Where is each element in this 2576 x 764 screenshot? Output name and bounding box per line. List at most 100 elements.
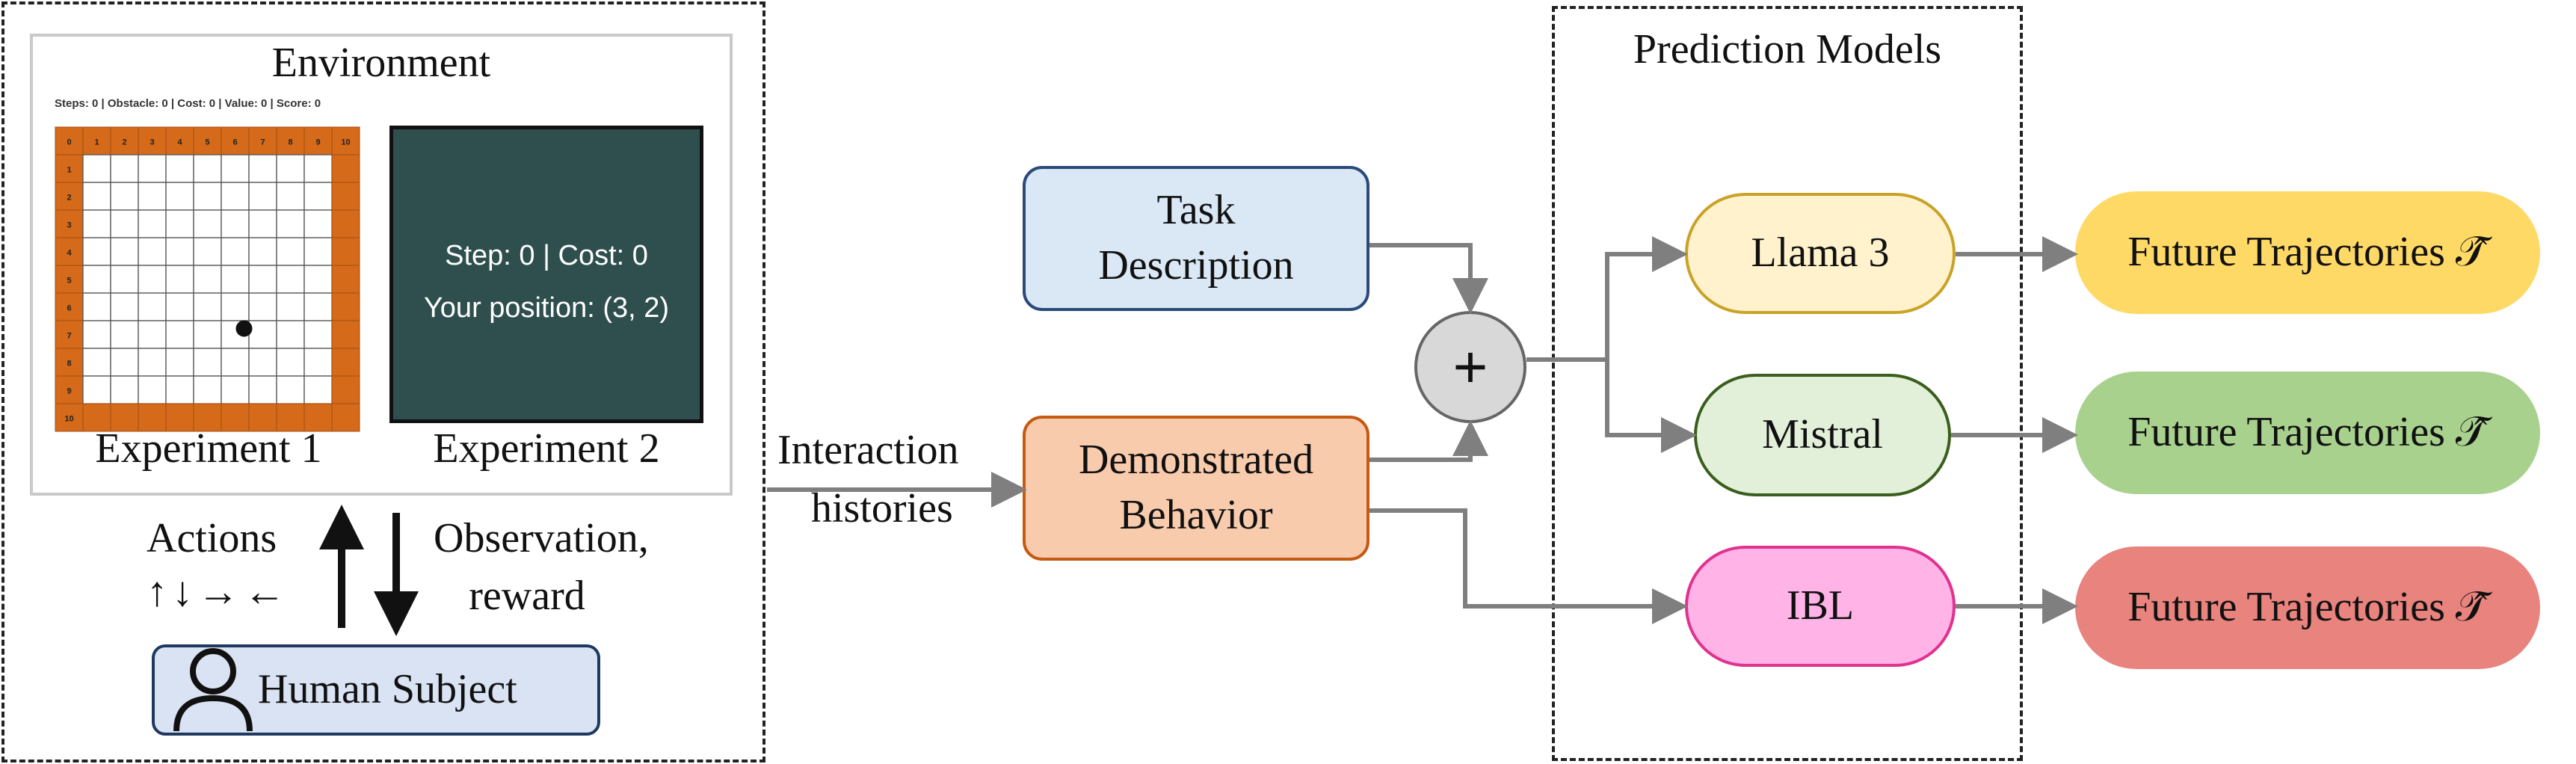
grid-cell bbox=[193, 182, 222, 211]
grid-row-index: 6 bbox=[67, 304, 71, 313]
grid-wall-cell bbox=[221, 403, 250, 432]
grid-col-index: 8 bbox=[288, 138, 292, 147]
grid-wall-cell bbox=[221, 126, 250, 155]
grid-cell bbox=[110, 154, 139, 183]
grid-cell bbox=[82, 209, 111, 238]
grid-wall-cell bbox=[55, 320, 84, 349]
screen-line-step: Step: 0 | Cost: 0 bbox=[445, 240, 648, 271]
grid-wall-cell bbox=[165, 126, 194, 155]
grid-cell bbox=[110, 209, 139, 238]
grid-cell bbox=[303, 154, 333, 183]
grid-wall-cell bbox=[331, 237, 360, 266]
grid-cell bbox=[193, 237, 222, 266]
grid-wall-cell bbox=[138, 126, 167, 155]
prediction-models-title: Prediction Models bbox=[1633, 26, 1942, 73]
behavior-line1: Demonstrated bbox=[1078, 437, 1314, 484]
grid-cell bbox=[276, 265, 305, 294]
grid-col-index: 2 bbox=[122, 138, 126, 147]
grid-row-index: 4 bbox=[67, 249, 72, 258]
grid-cell bbox=[221, 237, 250, 266]
grid-cell bbox=[138, 182, 167, 211]
game-status-line: Steps: 0 | Obstacle: 0 | Cost: 0 | Value… bbox=[55, 97, 321, 110]
grid-cell bbox=[248, 348, 277, 377]
grid-cell bbox=[138, 375, 167, 404]
grid-cell bbox=[248, 154, 277, 183]
grid-col-index: 0 bbox=[67, 138, 71, 147]
combine-node: + bbox=[1414, 311, 1526, 423]
grid-wall-cell bbox=[331, 403, 360, 432]
grid-cell bbox=[248, 209, 277, 238]
grid-row-index: 3 bbox=[67, 221, 71, 230]
grid-cell bbox=[193, 375, 222, 404]
grid-cell bbox=[110, 375, 139, 404]
grid-cell bbox=[303, 237, 333, 266]
grid-cell bbox=[193, 265, 222, 294]
grid-cell bbox=[248, 292, 277, 321]
grid-wall-cell bbox=[138, 403, 167, 432]
grid-cell bbox=[248, 265, 277, 294]
grid-cell bbox=[165, 292, 194, 321]
experiment1-label: Experiment 1 bbox=[95, 425, 322, 472]
grid-cell bbox=[276, 320, 305, 349]
output-ibl: Future Trajectories 𝒯̂ bbox=[2075, 546, 2540, 669]
grid-cell bbox=[82, 320, 111, 349]
grid-wall-cell bbox=[276, 126, 305, 155]
grid-cell bbox=[221, 375, 250, 404]
grid-cell bbox=[193, 154, 222, 183]
grid-cell bbox=[303, 348, 333, 377]
grid-cell bbox=[221, 209, 250, 238]
grid-wall-cell bbox=[331, 348, 360, 377]
output-ibl-label: Future Trajectories 𝒯̂ bbox=[2127, 584, 2488, 631]
output-mistral: Future Trajectories 𝒯̂ bbox=[2075, 372, 2540, 494]
grid-row-index: 7 bbox=[67, 332, 71, 341]
grid-cell bbox=[110, 237, 139, 266]
plus-icon: + bbox=[1452, 333, 1488, 401]
model-llama3: Llama 3 bbox=[1685, 193, 1956, 314]
grid-cell bbox=[138, 292, 167, 321]
output-llama3: Future Trajectories 𝒯̂ bbox=[2075, 191, 2540, 314]
interaction-label-line2: histories bbox=[811, 485, 953, 532]
demonstrated-behavior-box: Demonstrated Behavior bbox=[1023, 416, 1369, 561]
grid-cell bbox=[138, 320, 167, 349]
grid-cell bbox=[303, 209, 333, 238]
grid-cell bbox=[82, 292, 111, 321]
grid-cell bbox=[248, 182, 277, 211]
grid-row-index: 8 bbox=[67, 360, 71, 369]
output-llama3-label: Future Trajectories 𝒯̂ bbox=[2127, 229, 2488, 276]
human-experiment-panel bbox=[1, 1, 765, 763]
grid-cell bbox=[276, 348, 305, 377]
grid-cell bbox=[303, 265, 333, 294]
task-description-box: Task Description bbox=[1023, 166, 1369, 311]
grid-wall-cell bbox=[331, 209, 360, 238]
grid-cell bbox=[138, 348, 167, 377]
grid-cell bbox=[193, 320, 222, 349]
grid-wall-cell bbox=[331, 265, 360, 294]
interaction-label-line1: Interaction bbox=[777, 427, 959, 473]
grid-wall-cell bbox=[55, 403, 84, 432]
behavior-line2: Behavior bbox=[1119, 492, 1273, 538]
screen-line-position: Your position: (3, 2) bbox=[423, 292, 670, 324]
grid-wall-cell bbox=[331, 292, 360, 321]
grid-cell bbox=[165, 154, 194, 183]
grid-cell bbox=[276, 154, 305, 183]
task-line1: Task bbox=[1156, 187, 1236, 234]
grid-row-index: 2 bbox=[67, 194, 71, 203]
observation-label: Observation, bbox=[434, 515, 649, 561]
grid-cell bbox=[221, 348, 250, 377]
grid-col-index: 7 bbox=[260, 138, 265, 147]
model-mistral-label: Mistral bbox=[1762, 411, 1883, 458]
grid-wall-cell bbox=[303, 403, 333, 432]
grid-cell bbox=[165, 265, 194, 294]
action-arrows: ↑↓→← bbox=[147, 569, 290, 615]
grid-wall-cell bbox=[55, 182, 84, 211]
grid-cell bbox=[82, 265, 111, 294]
grid-wall-cell bbox=[193, 126, 222, 155]
grid-cell bbox=[276, 292, 305, 321]
grid-col-index: 5 bbox=[205, 138, 209, 147]
model-ibl: IBL bbox=[1685, 546, 1956, 667]
grid-cell bbox=[82, 348, 111, 377]
grid-cell bbox=[303, 182, 333, 211]
grid-row-index: 9 bbox=[67, 387, 71, 396]
grid-cell bbox=[165, 348, 194, 377]
grid-cell bbox=[82, 375, 111, 404]
